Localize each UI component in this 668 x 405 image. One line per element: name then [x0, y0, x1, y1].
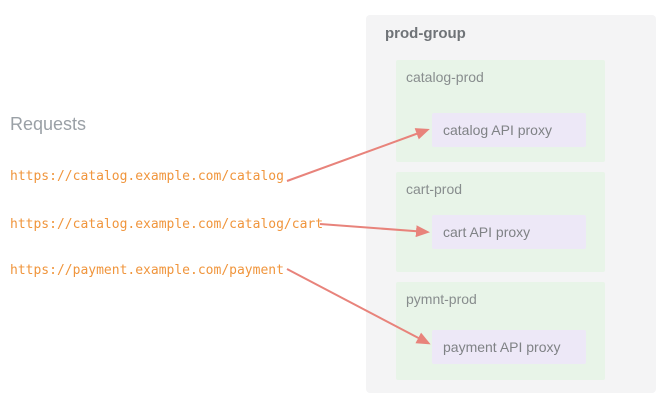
- environment-name-label: pymnt-prod: [406, 291, 477, 307]
- request-url-payment: https://payment.example.com/payment: [10, 263, 284, 278]
- request-url-catalog: https://catalog.example.com/catalog: [10, 169, 284, 184]
- environment-catalog-prod: catalog-prod catalog API proxy: [396, 60, 605, 162]
- proxy-label: payment API proxy: [443, 339, 561, 355]
- requests-heading: Requests: [10, 114, 87, 134]
- environment-name-label: cart-prod: [406, 181, 463, 197]
- payment-api-proxy-box: payment API proxy: [432, 330, 586, 364]
- prod-group-title: prod-group: [385, 25, 466, 42]
- cart-api-proxy-box: cart API proxy: [432, 215, 586, 249]
- environment-pymnt-prod: pymnt-prod payment API proxy: [396, 282, 605, 380]
- environment-name-label: catalog-prod: [406, 69, 484, 85]
- proxy-label: cart API proxy: [443, 224, 531, 240]
- environment-cart-prod: cart-prod cart API proxy: [396, 172, 605, 272]
- prod-group-panel: prod-group catalog-prod catalog API prox…: [366, 15, 656, 393]
- catalog-api-proxy-box: catalog API proxy: [432, 113, 586, 147]
- request-url-catalog-cart: https://catalog.example.com/catalog/cart: [10, 217, 324, 232]
- proxy-label: catalog API proxy: [443, 122, 552, 138]
